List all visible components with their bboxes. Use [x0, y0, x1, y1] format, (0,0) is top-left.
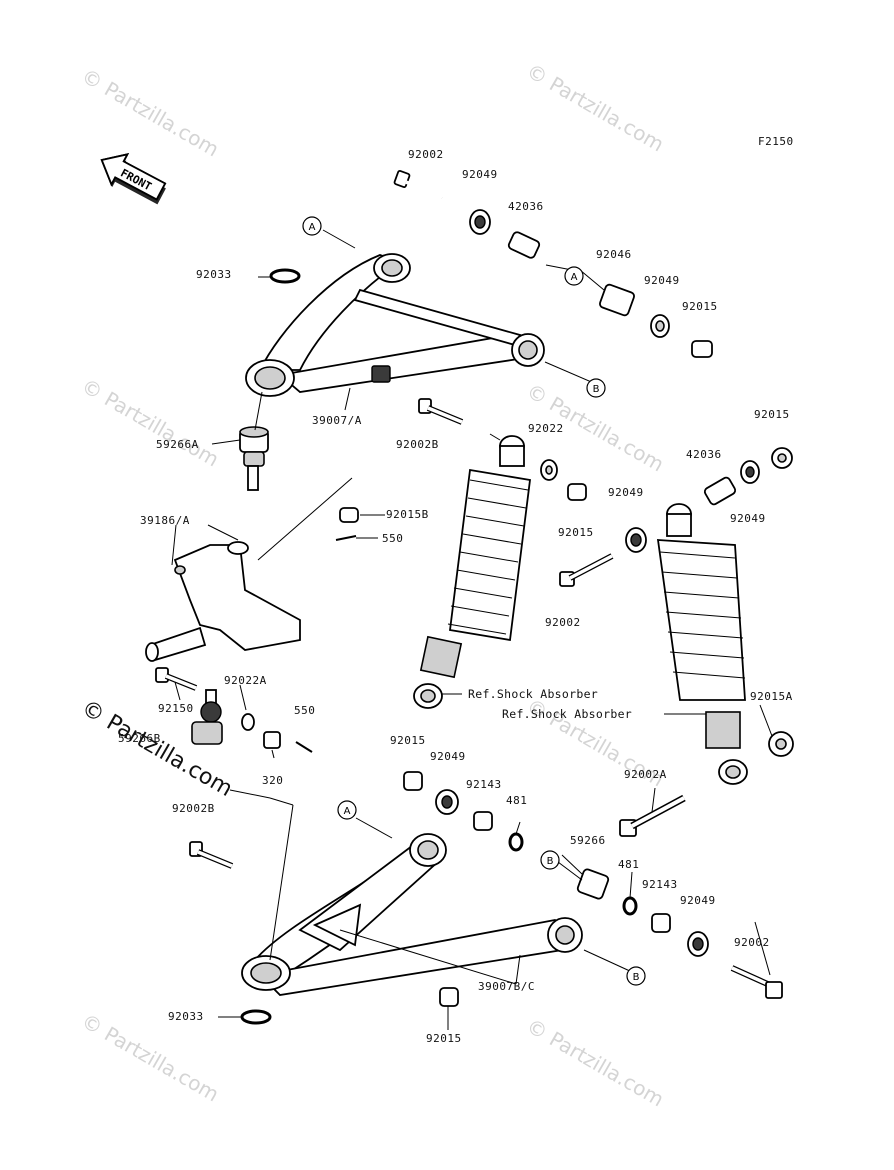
shock-absorber-left	[413, 435, 532, 709]
label-92015: 92015	[558, 526, 594, 539]
bolt-92002-top	[393, 170, 443, 200]
label-92002a: 92002A	[624, 768, 667, 781]
label-92015: 92015	[754, 408, 790, 421]
label-42036: 42036	[508, 200, 544, 213]
label-92002: 92002	[545, 616, 581, 629]
label-92002b: 92002B	[396, 438, 439, 451]
label-92015a: 92015A	[750, 690, 793, 703]
part-labels: 92002 92049 42036 92046 92049 92015 9203…	[118, 148, 793, 1045]
label-92049: 92049	[680, 894, 716, 907]
label-92143: 92143	[642, 878, 678, 891]
label-92049: 92049	[608, 486, 644, 499]
ref-shock-absorber-label: Ref.Shock Absorber	[468, 687, 598, 701]
svg-text:B: B	[593, 384, 600, 395]
label-42036: 42036	[686, 448, 722, 461]
svg-text:A: A	[309, 222, 316, 233]
small-parts	[155, 170, 794, 1025]
label-92015b: 92015B	[386, 508, 429, 521]
label-320: 320	[262, 774, 283, 787]
label-59266: 59266	[570, 834, 606, 847]
figure-code: F2150	[758, 135, 794, 148]
label-92002b: 92002B	[172, 802, 215, 815]
svg-text:A: A	[344, 806, 351, 817]
ref-shock-absorber-label: Ref.Shock Absorber	[502, 707, 632, 721]
label-39007b-c: 39007B/C	[478, 980, 535, 993]
label-92049: 92049	[644, 274, 680, 287]
label-92033: 92033	[168, 1010, 204, 1023]
callout-a-2: A	[564, 266, 584, 286]
label-481: 481	[618, 858, 639, 871]
leader-lines	[171, 229, 773, 1030]
label-550: 550	[294, 704, 315, 717]
lower-a-arm	[241, 833, 583, 996]
label-92015: 92015	[682, 300, 718, 313]
label-92049: 92049	[462, 168, 498, 181]
label-92046: 92046	[596, 248, 632, 261]
upper-a-arm	[245, 253, 545, 397]
svg-text:B: B	[633, 972, 640, 983]
watermark: © Partzilla.com	[78, 1009, 224, 1107]
shock-absorber-right	[656, 503, 748, 785]
svg-text:B: B	[547, 856, 554, 867]
label-92015: 92015	[426, 1032, 462, 1045]
callout-b-2: B	[540, 850, 560, 870]
label-59266b: 59266B	[118, 732, 161, 745]
front-arrow-icon: FRONT	[100, 153, 167, 205]
label-92015: 92015	[390, 734, 426, 747]
callout-a-3: A	[337, 800, 357, 820]
ball-joint-lower	[191, 689, 223, 745]
watermark: © Partzilla.com	[523, 59, 669, 157]
label-92002: 92002	[408, 148, 444, 161]
callout-b-3: B	[626, 966, 646, 986]
steering-knuckle	[145, 541, 301, 662]
label-92143: 92143	[466, 778, 502, 791]
watermark: © Partzilla.com	[523, 1014, 669, 1112]
label-92033: 92033	[196, 268, 232, 281]
watermark: © Partzilla.com	[78, 64, 224, 162]
callout-a-1: A	[302, 216, 322, 236]
label-92022a: 92022A	[224, 674, 267, 687]
label-59266a: 59266A	[156, 438, 199, 451]
label-550: 550	[382, 532, 403, 545]
svg-text:A: A	[571, 272, 578, 283]
label-92049: 92049	[430, 750, 466, 763]
label-39007-a: 39007/A	[312, 414, 362, 427]
ball-joint-upper	[239, 426, 269, 491]
label-92022: 92022	[528, 422, 564, 435]
callout-b-1: B	[586, 378, 606, 398]
label-39186-a: 39186/A	[140, 514, 190, 527]
watermark: © Partzilla.com	[78, 374, 224, 472]
label-92002: 92002	[734, 936, 770, 949]
label-92049: 92049	[730, 512, 766, 525]
label-92150: 92150	[158, 702, 194, 715]
label-481: 481	[506, 794, 527, 807]
